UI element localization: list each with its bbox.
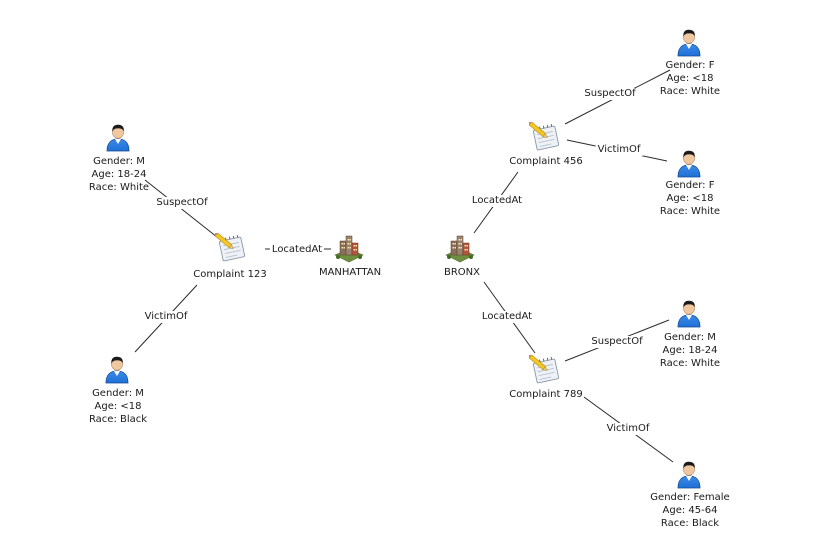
complaint-label: Complaint 123: [193, 269, 267, 280]
age-text: Age: 18-24: [91, 169, 147, 180]
edge-label: LocatedAt: [479, 311, 535, 323]
complaint-icon: [213, 231, 249, 263]
node-label: MANHATTAN: [319, 266, 381, 279]
edge-line: [144, 179, 223, 242]
complaint-icon: [527, 353, 563, 385]
person-icon: [674, 298, 704, 328]
node-label: Gender: M Age: 18-24 Race: White: [89, 155, 149, 194]
person-icon: [102, 354, 132, 384]
edge-label: SuspectOf: [582, 88, 638, 100]
node-label: Gender: F Age: <18 Race: White: [660, 59, 720, 98]
location-label: BRONX: [443, 267, 481, 278]
node-label: Gender: Female Age: 45-64 Race: Black: [650, 491, 729, 530]
city-icon: [445, 233, 475, 263]
edge-label: LocatedAt: [469, 195, 525, 207]
node-label: Complaint 123: [193, 268, 266, 281]
edge-label: VictimOf: [142, 311, 190, 323]
gender-text: Gender: F: [665, 180, 715, 191]
node-label: Complaint 789: [509, 388, 582, 401]
race-text: Race: Black: [88, 414, 148, 425]
edge-label: SuspectOf: [589, 336, 645, 348]
location-label: MANHATTAN: [318, 267, 382, 278]
gender-text: Gender: M: [92, 388, 144, 399]
complaint-icon: [527, 120, 563, 152]
node-label: BRONX: [444, 266, 480, 279]
age-text: Age: <18: [666, 193, 714, 204]
complaint-label: Complaint 789: [509, 389, 583, 400]
race-text: Race: White: [88, 182, 150, 193]
edge-label: VictimOf: [604, 423, 652, 435]
edge-label: LocatedAt: [269, 244, 325, 256]
age-text: Age: <18: [666, 73, 714, 84]
age-text: Age: 45-64: [662, 505, 718, 516]
city-icon: [334, 233, 364, 263]
complaint-label: Complaint 456: [509, 156, 583, 167]
race-text: Race: White: [659, 206, 721, 217]
node-label: Gender: M Age: <18 Race: Black: [89, 387, 147, 426]
person-icon: [103, 122, 133, 152]
node-label: Gender: F Age: <18 Race: White: [660, 179, 720, 218]
race-text: Race: Black: [660, 518, 720, 529]
node-label: Gender: M Age: 18-24 Race: White: [660, 331, 720, 370]
race-text: Race: White: [659, 358, 721, 369]
gender-text: Gender: M: [664, 332, 716, 343]
gender-text: Gender: M: [93, 156, 145, 167]
gender-text: Gender: Female: [650, 492, 730, 503]
person-icon: [674, 459, 704, 489]
person-icon: [674, 148, 704, 178]
age-text: Age: <18: [94, 401, 142, 412]
person-icon: [674, 27, 704, 57]
node-label: Complaint 456: [509, 155, 582, 168]
race-text: Race: White: [659, 86, 721, 97]
edge-label: VictimOf: [595, 144, 643, 156]
edge-label: SuspectOf: [154, 197, 210, 209]
age-text: Age: 18-24: [662, 345, 718, 356]
gender-text: Gender: F: [665, 60, 715, 71]
